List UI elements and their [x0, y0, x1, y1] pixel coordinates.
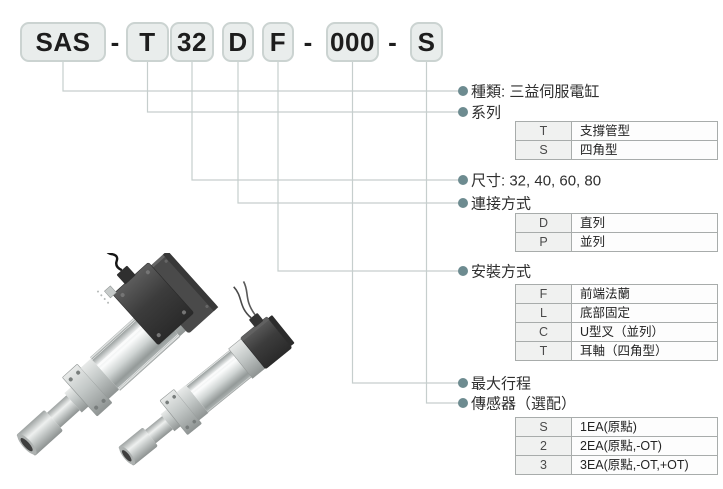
bullet-icon: [458, 198, 468, 208]
code-segment-stroke: 000: [326, 22, 379, 62]
legend-label-series: 系列: [471, 104, 502, 122]
option-code-cell: S: [515, 140, 572, 160]
option-desc-cell: 2EA(原點,-OT): [571, 436, 718, 456]
actuator-parallel: [16, 253, 219, 456]
option-code-cell: S: [515, 417, 572, 437]
legend-label-size: 尺寸: 32, 40, 60, 80: [471, 172, 602, 190]
option-code-cell: F: [515, 284, 572, 304]
connector-mounting: [277, 62, 463, 272]
code-segment-size: 32: [170, 22, 214, 62]
code-segment-mounting: F: [262, 22, 294, 62]
bullet-icon: [458, 175, 468, 185]
option-code-cell: 3: [515, 455, 572, 475]
product-illustration: [16, 253, 295, 466]
option-code-cell: P: [515, 232, 572, 252]
connector-sensor: [425, 62, 463, 404]
legend-label-connection: 連接方式: [471, 195, 532, 213]
option-desc-cell: 底部固定: [571, 303, 718, 323]
option-desc-cell: 3EA(原點,-OT,+OT): [571, 455, 718, 475]
option-desc-cell: 並列: [571, 232, 718, 252]
code-separator: -: [388, 26, 397, 57]
code-separator: -: [110, 26, 120, 57]
option-code-cell: T: [515, 341, 572, 361]
code-separator: -: [303, 26, 313, 57]
option-desc-cell: 耳軸（四角型）: [571, 341, 718, 361]
bullet-icon: [458, 398, 468, 408]
option-desc-cell: 四角型: [571, 140, 718, 160]
option-desc-cell: 支撐管型: [571, 121, 718, 141]
option-code-cell: T: [515, 121, 572, 141]
code-segment-type: SAS: [20, 22, 106, 62]
legend-label-stroke: 最大行程: [471, 375, 532, 393]
connector-series: [146, 62, 463, 113]
option-desc-cell: 直列: [571, 213, 718, 233]
connector-stroke: [351, 62, 463, 384]
connector-size: [191, 62, 463, 181]
legend-label-type: 種類: 三益伺服電缸: [471, 83, 600, 101]
option-code-cell: L: [515, 303, 572, 323]
bullet-icon: [458, 266, 468, 276]
bullet-icon: [458, 86, 468, 96]
option-code-cell: C: [515, 322, 572, 342]
connector-connection: [237, 62, 463, 204]
option-code-cell: 2: [515, 436, 572, 456]
legend-label-sensor: 傳感器（選配）: [471, 395, 577, 413]
legend-label-mounting: 安裝方式: [471, 263, 532, 281]
bullet-icon: [458, 107, 468, 117]
option-code-cell: D: [515, 213, 572, 233]
code-segment-sensor: S: [410, 22, 443, 62]
connector-type: [62, 62, 463, 92]
actuator-inline: [118, 281, 295, 466]
option-desc-cell: U型叉（並列）: [571, 322, 718, 342]
code-segment-series: T: [126, 22, 169, 62]
code-segment-connection: D: [222, 22, 254, 62]
option-desc-cell: 1EA(原點): [571, 417, 718, 437]
option-desc-cell: 前端法蘭: [571, 284, 718, 304]
bullet-icon: [458, 378, 468, 388]
